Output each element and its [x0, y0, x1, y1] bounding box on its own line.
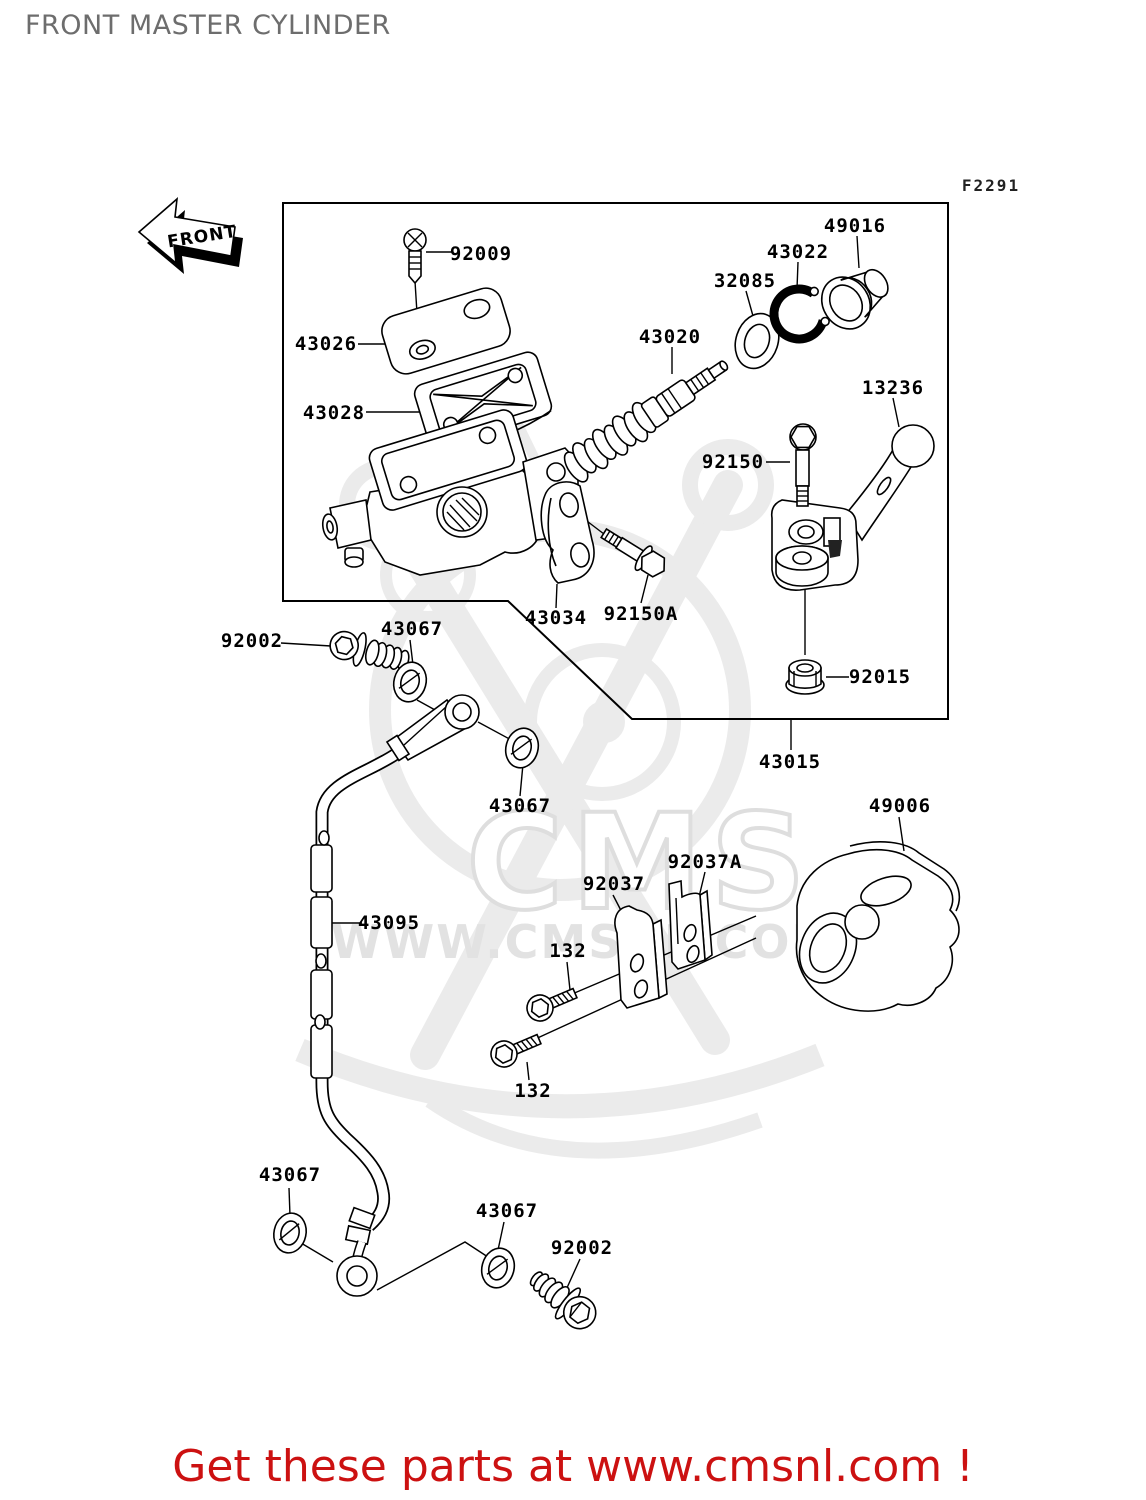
footer-promo-link[interactable]: Get these parts at www.cmsnl.com ! [172, 1441, 974, 1492]
part-master-cylinder-body [321, 409, 579, 576]
part-banjo-bolt-92002-upper [329, 630, 410, 671]
part-label-43020: 43020 [639, 326, 701, 348]
part-bracket-92037a [668, 879, 713, 970]
part-bolt-92150a [600, 527, 666, 578]
part-label-13236: 13236 [862, 377, 924, 399]
part-label-43067-4: 43067 [476, 1200, 538, 1222]
part-label-92037a: 92037A [668, 851, 743, 873]
watermark-url-text: WWW.CMSNL.COM [331, 915, 840, 969]
watermark-cms-text: CMS [466, 786, 813, 940]
part-bracket-92037 [614, 905, 668, 1009]
part-label-43067-3: 43067 [259, 1164, 321, 1186]
part-label-43028: 43028 [303, 402, 365, 424]
part-cover-49006 [795, 841, 961, 1012]
part-screw-92009 [403, 228, 427, 285]
part-label-43067-1: 43067 [381, 618, 443, 640]
part-label-132-1: 132 [549, 940, 586, 962]
page-title: FRONT MASTER CYLINDER [25, 10, 391, 41]
front-direction-arrow: FRONT [137, 197, 243, 274]
part-label-92150: 92150 [702, 451, 764, 473]
part-bolt-132-1 [526, 987, 578, 1022]
part-label-43034: 43034 [525, 607, 587, 629]
part-label-43015: 43015 [759, 751, 821, 773]
part-circlip-43022 [769, 284, 830, 344]
part-lever-assembly-13236 [770, 424, 935, 591]
part-hose-43095 [310, 694, 480, 1297]
part-label-32085: 32085 [714, 270, 776, 292]
part-washer-43067-4 [480, 1247, 516, 1289]
part-banjo-bolt-92002-lower [529, 1271, 597, 1330]
part-label-43022: 43022 [767, 241, 829, 263]
part-washer-43067-1 [392, 661, 428, 703]
part-label-43095: 43095 [358, 912, 420, 934]
diagram-frame-box [282, 202, 949, 720]
part-cap-43026 [381, 287, 511, 375]
part-label-49016: 49016 [824, 215, 886, 237]
part-dust-cover-49016 [820, 268, 889, 330]
part-washer-43067-2 [504, 727, 540, 769]
part-label-92002-lower: 92002 [551, 1237, 613, 1259]
part-washer-43067-3 [273, 1212, 307, 1254]
part-label-92150a: 92150A [604, 603, 679, 625]
part-nut-92015 [785, 659, 825, 695]
part-bolt-132-2 [490, 1033, 542, 1068]
part-label-132-2: 132 [514, 1080, 551, 1102]
part-piston-assembly-43020 [563, 360, 729, 483]
part-label-92009: 92009 [450, 243, 512, 265]
part-label-43067-2: 43067 [489, 795, 551, 817]
part-pivot-bolt-92150 [789, 423, 817, 507]
part-label-92037: 92037 [583, 873, 645, 895]
part-label-49006: 49006 [869, 795, 931, 817]
part-label-92015: 92015 [849, 666, 911, 688]
part-labels: 92009 43026 43028 43020 32085 43022 4901… [221, 215, 931, 1259]
part-clamp-43034 [540, 481, 595, 584]
figure-code: F2291 [962, 176, 1020, 195]
part-washer-32085 [734, 312, 780, 370]
part-label-43026: 43026 [295, 333, 357, 355]
part-label-92002-upper: 92002 [221, 630, 283, 652]
